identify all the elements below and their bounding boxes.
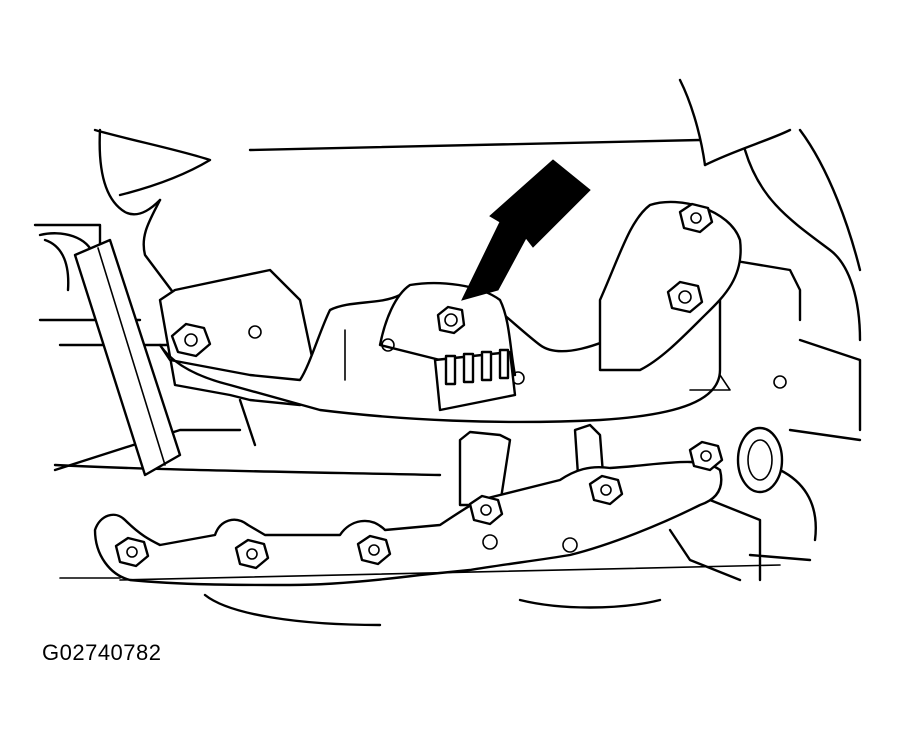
toothed-segment	[433, 348, 517, 412]
lower-bolts	[114, 440, 724, 570]
shift-rod	[73, 238, 182, 477]
left-bracket	[158, 268, 322, 447]
pointer-arrow	[461, 159, 591, 301]
upper-right-bolts	[170, 202, 787, 389]
right-fitting	[736, 426, 784, 494]
figure-caption: G02740782	[42, 640, 162, 665]
target-bolt	[436, 305, 466, 335]
